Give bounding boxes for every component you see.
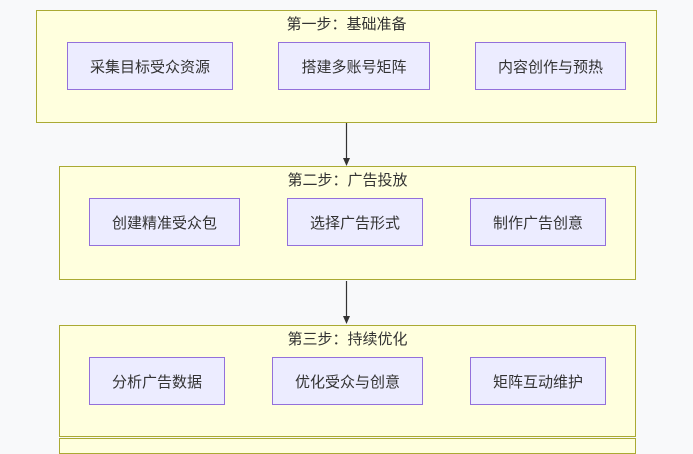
node-create-precise-audience-package: 创建精准受众包	[89, 198, 241, 246]
node-analyze-ad-data: 分析广告数据	[89, 357, 226, 405]
step-group-4-partial	[59, 438, 636, 454]
step-2-node-row: 创建精准受众包 选择广告形式 制作广告创意	[60, 198, 635, 246]
node-make-ad-creative: 制作广告创意	[469, 198, 606, 246]
node-matrix-interaction-maintenance: 矩阵互动维护	[469, 357, 606, 405]
step-group-1: 第一步：基础准备 采集目标受众资源 搭建多账号矩阵 内容创作与预热	[36, 10, 657, 123]
step-title-1: 第一步：基础准备	[286, 16, 407, 33]
node-content-creation-and-preheat: 内容创作与预热	[474, 42, 626, 90]
node-choose-ad-format: 选择广告形式	[286, 198, 423, 246]
step-group-2: 第二步：广告投放 创建精准受众包 选择广告形式 制作广告创意	[59, 166, 636, 280]
node-collect-target-audience-resources: 采集目标受众资源	[67, 42, 234, 90]
flowchart: 第一步：基础准备 采集目标受众资源 搭建多账号矩阵 内容创作与预热 第二步：广告…	[36, 10, 657, 454]
step-group-3: 第三步：持续优化 分析广告数据 优化受众与创意 矩阵互动维护	[59, 325, 636, 437]
step-title-2: 第二步：广告投放	[287, 172, 408, 189]
node-build-multi-account-matrix: 搭建多账号矩阵	[278, 42, 430, 90]
connector-arrow-1	[343, 123, 350, 166]
step-3-node-row: 分析广告数据 优化受众与创意 矩阵互动维护	[60, 357, 635, 405]
step-1-node-row: 采集目标受众资源 搭建多账号矩阵 内容创作与预热	[37, 42, 656, 90]
diagram-canvas: { "page": { "background_color": "#f8f9fa…	[36, 10, 657, 454]
step-title-3: 第三步：持续优化	[287, 331, 408, 348]
connector-arrow-2	[343, 281, 350, 324]
node-optimize-audience-and-creative: 优化受众与创意	[271, 357, 423, 405]
